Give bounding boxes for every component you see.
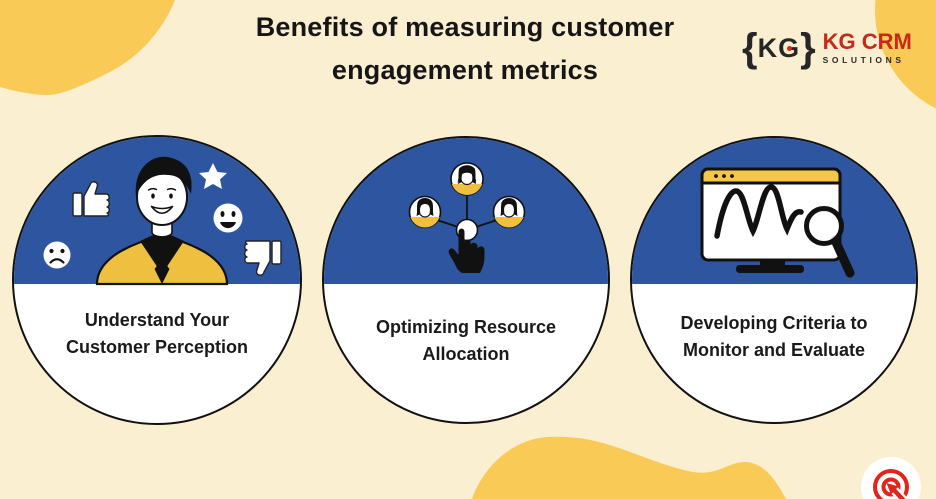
card-label-line2: Monitor and Evaluate [682,340,866,360]
target-badge [861,457,921,499]
card-monitor-evaluate: Developing Criteria to Monitor and Evalu… [630,136,918,424]
logo-brace-left: { [742,26,758,70]
blob-bottom [472,436,786,499]
card-label-line1: Optimizing Resource [375,317,557,337]
card-label-line1: Developing Criteria to [680,313,868,333]
card-label-line1: Understand Your [84,310,230,330]
thumbs-down-icon [244,240,282,276]
pointer-hand-icon [448,228,485,273]
target-arrow-icon [873,469,909,499]
page-title-line1: Benefits of measuring customer [255,12,675,42]
page-title: Benefits of measuring customer engagemen… [158,6,772,92]
monitor-evaluate-icon [700,167,855,278]
brand-name-secondary: SOLUTIONS [822,55,905,65]
logo-mark-letters: KG [757,33,801,63]
card-label: Optimizing Resource Allocation [330,314,602,368]
card-label-line2: Allocation [422,344,510,364]
card-label-line2: Customer Perception [65,337,249,357]
customer-perception-icon [43,156,282,286]
customer-person-icon [95,156,229,286]
happy-face-icon [213,203,243,233]
people-network-icon [408,162,526,242]
card-customer-perception: Understand Your Customer Perception [12,135,302,425]
kg-brackets-logo-icon: { KG } [742,28,816,68]
logo-brace-right: } [800,26,816,70]
star-icon [199,163,227,189]
blob-top-left [0,0,175,95]
brand-name-primary: KG CRM [822,29,912,54]
card-resource-allocation: Optimizing Resource Allocation [322,136,610,424]
thumbs-up-icon [72,181,110,217]
resource-allocation-icon [408,162,526,273]
brand-name: KG CRM SOLUTIONS [822,29,912,66]
card-label: Developing Criteria to Monitor and Evalu… [638,310,910,364]
magnifier-icon [804,206,855,278]
page-title-line2: engagement metrics [331,55,599,85]
brand-logo: { KG } KG CRM SOLUTIONS [742,28,912,68]
sad-face-icon [43,241,71,269]
card-label: Understand Your Customer Perception [20,307,294,361]
logo-red-dot-icon [787,46,793,51]
